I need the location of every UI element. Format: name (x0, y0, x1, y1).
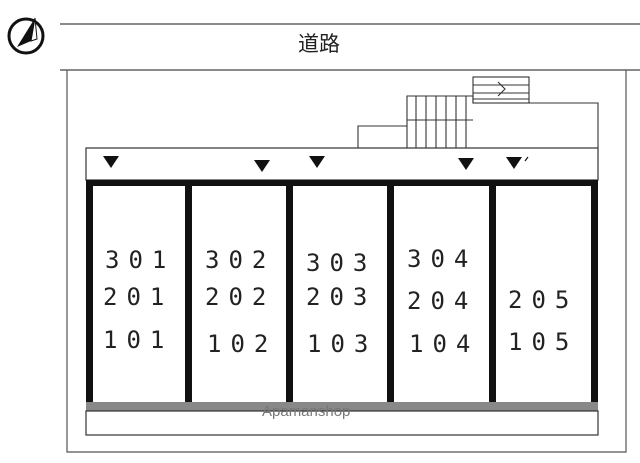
front-strip (85, 410, 599, 436)
entrance-marker-2 (254, 160, 270, 172)
unit-303: 303 (306, 249, 376, 277)
unit-column-2: 302 202 102 (205, 246, 277, 358)
unit-202: 202 (205, 283, 275, 311)
entrance-markers (103, 156, 529, 172)
building (86, 180, 598, 411)
entrance-marker-4 (458, 158, 474, 170)
unit-304: 304 (407, 245, 477, 273)
unit-102: 102 (207, 330, 277, 358)
unit-201: 201 (103, 283, 173, 311)
entrance-marker-1 (103, 156, 119, 168)
entrance-marker-5 (506, 157, 522, 169)
unit-301: 301 (105, 246, 175, 274)
unit-205: 205 (508, 286, 578, 314)
road-label: 道路 (298, 32, 340, 56)
unit-103: 103 (307, 330, 377, 358)
corridor (85, 147, 599, 181)
unit-column-5: 205 105 (508, 286, 578, 356)
unit-column-4: 304 204 104 (407, 245, 479, 358)
unit-column-1: 301 201 101 (103, 246, 175, 354)
unit-302: 302 (205, 246, 275, 274)
entrance-marker-3 (309, 156, 325, 168)
watermark: Apamanshop (262, 403, 350, 420)
site-boundary (66, 70, 627, 453)
unit-column-3: 303 203 103 (306, 249, 377, 358)
unit-101: 101 (103, 326, 173, 354)
unit-105: 105 (508, 328, 578, 356)
stairs (357, 76, 599, 148)
unit-104: 104 (409, 330, 479, 358)
unit-204: 204 (407, 287, 477, 315)
north-arrow-icon (7, 17, 45, 55)
unit-203: 203 (306, 283, 376, 311)
